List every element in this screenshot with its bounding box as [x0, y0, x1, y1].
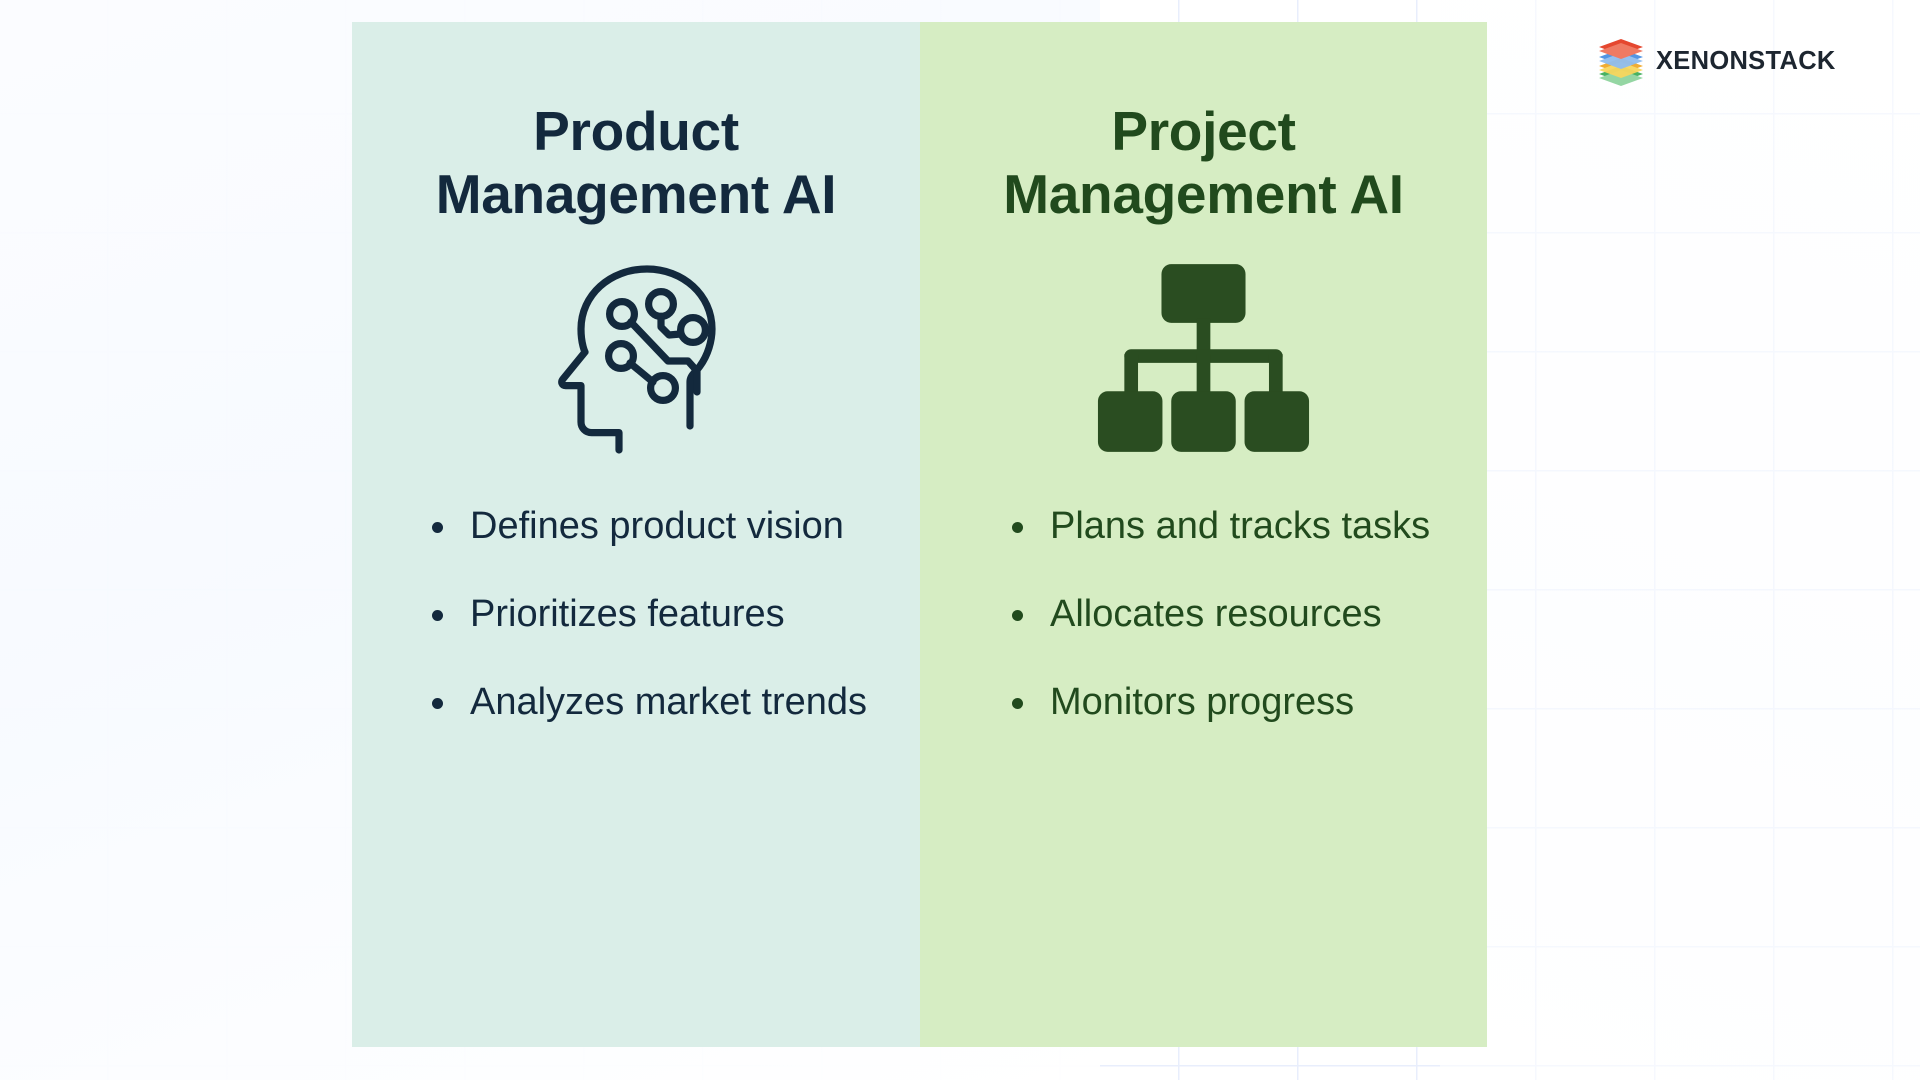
stacked-layers-logo-icon: [1598, 36, 1644, 88]
list-item: Monitors progress: [1010, 677, 1449, 727]
org-chart-hierarchy-icon: [1096, 253, 1311, 463]
ai-head-circuit-icon: [536, 253, 736, 463]
column-product-management-ai: Product Management AI Defines product vi…: [352, 22, 920, 1047]
list-item: Allocates resources: [1010, 589, 1449, 639]
column-title-project: Project Management AI: [1003, 100, 1404, 226]
list-item: Defines product vision: [430, 501, 882, 551]
list-item: Analyzes market trends: [430, 677, 882, 727]
brand-logo: XENONSTACK: [1598, 36, 1836, 88]
list-item: Prioritizes features: [430, 589, 882, 639]
brand-name: XENONSTACK: [1656, 47, 1836, 76]
bullet-list-product: Defines product vision Prioritizes featu…: [378, 501, 894, 727]
comparison-columns: Product Management AI Defines product vi…: [352, 22, 1487, 1047]
column-title-product: Product Management AI: [435, 100, 837, 226]
bullet-list-project: Plans and tracks tasks Allocates resourc…: [946, 501, 1461, 727]
list-item: Plans and tracks tasks: [1010, 501, 1449, 551]
column-project-management-ai: Project Management AI: [920, 22, 1487, 1047]
